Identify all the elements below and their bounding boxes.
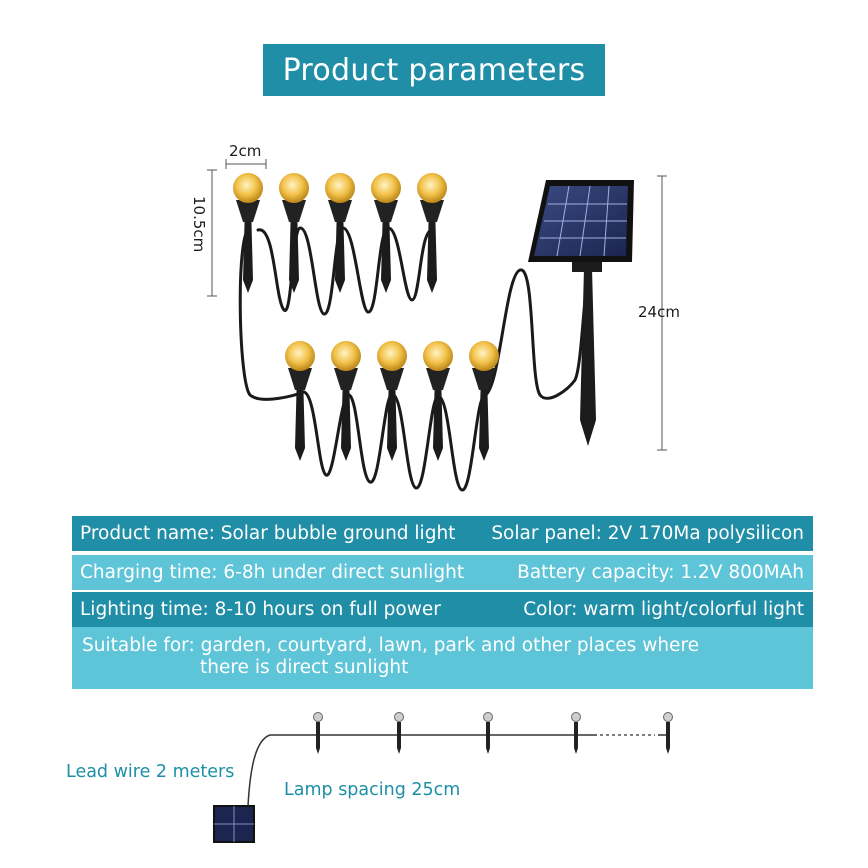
page-title: Product parameters (263, 44, 605, 96)
spec-row-charging: Charging time: 6-8h under direct sunligh… (72, 555, 813, 590)
spec-row-suitable: Suitable for: garden, courtyard, lawn, p… (72, 627, 813, 689)
lighting-time-spec: Lighting time: 8-10 hours on full power (80, 599, 441, 620)
lamp-row-top (233, 173, 447, 293)
height-dimension-label: 10.5cm (190, 196, 208, 253)
battery-capacity-spec: Battery capacity: 1.2V 800MAh (517, 562, 804, 583)
solar-panel-spec: Solar panel: 2V 170Ma polysilicon (491, 523, 804, 544)
spec-row-product: Product name: Solar bubble ground light … (72, 516, 813, 551)
charging-time-spec: Charging time: 6-8h under direct sunligh… (80, 562, 465, 583)
lead-wire-label: Lead wire 2 meters (66, 762, 235, 782)
suitable-for-line1: Suitable for: garden, courtyard, lawn, p… (82, 635, 700, 656)
suitable-for-line2: there is direct sunlight (200, 657, 409, 678)
product-name-spec: Product name: Solar bubble ground light (80, 523, 456, 544)
solar-panel (528, 180, 634, 446)
lamp-row-bottom (285, 341, 499, 461)
panel-height-dimension-label: 24cm (638, 303, 680, 321)
width-dimension-label: 2cm (229, 142, 262, 160)
spec-row-lighting: Lighting time: 8-10 hours on full power … (72, 592, 813, 627)
dimension-lines (207, 159, 667, 451)
lamp-spacing-label: Lamp spacing 25cm (284, 780, 461, 800)
wiring-diagram (213, 712, 673, 843)
color-spec: Color: warm light/colorful light (523, 599, 804, 620)
mini-solar-panel (213, 805, 255, 843)
mini-lamps (313, 712, 673, 754)
